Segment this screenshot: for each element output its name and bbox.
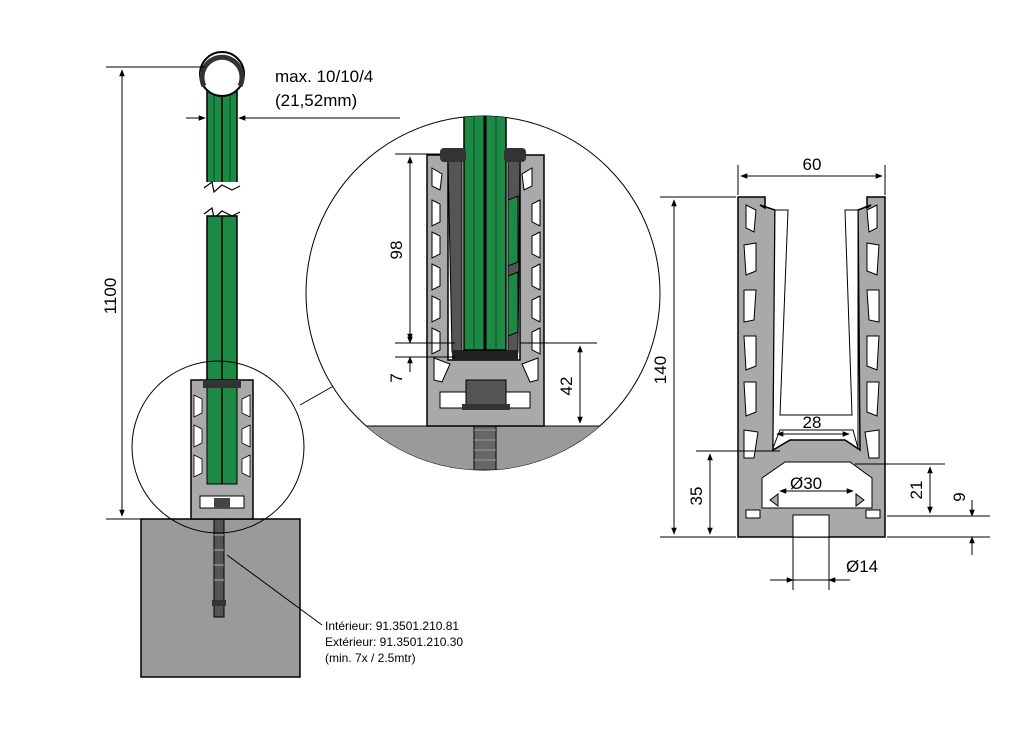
- section-view: 60 140 35 28 Ø30 21 9 Ø14: [651, 155, 990, 590]
- label-9: 9: [950, 492, 969, 501]
- label-d14: Ø14: [846, 557, 878, 576]
- detail-circle-small: [131, 360, 305, 534]
- glass-panel-lower: [206, 215, 238, 385]
- label-21: 21: [907, 481, 926, 500]
- label-28: 28: [803, 413, 822, 432]
- label-140: 140: [651, 356, 670, 384]
- profile-small: [190, 379, 254, 520]
- elevation-view: 1100 max. 10/10/4 (21,52mm) Intérieur: 9…: [101, 51, 463, 678]
- profile-section: [737, 196, 886, 538]
- label-glass-mm: (21,52mm): [275, 91, 357, 110]
- anchor-ref-exterior: Extérieur: 91.3501.210.30: [325, 635, 463, 649]
- detail-view: 98 7 42: [305, 115, 661, 471]
- label-42: 42: [557, 377, 576, 396]
- label-98: 98: [387, 241, 406, 260]
- anchor-ref-note: (min. 7x / 2.5mtr): [325, 651, 416, 665]
- label-35: 35: [687, 487, 706, 506]
- label-glass-max: max. 10/10/4: [275, 67, 373, 86]
- label-7: 7: [387, 373, 406, 382]
- anchor-ref-interior: Intérieur: 91.3501.210.81: [325, 619, 459, 633]
- label-d30: Ø30: [790, 474, 822, 493]
- label-60: 60: [803, 155, 822, 174]
- label-1100: 1100: [101, 278, 120, 315]
- anchor-bolt: [212, 518, 226, 618]
- handrail-cap: [199, 51, 245, 97]
